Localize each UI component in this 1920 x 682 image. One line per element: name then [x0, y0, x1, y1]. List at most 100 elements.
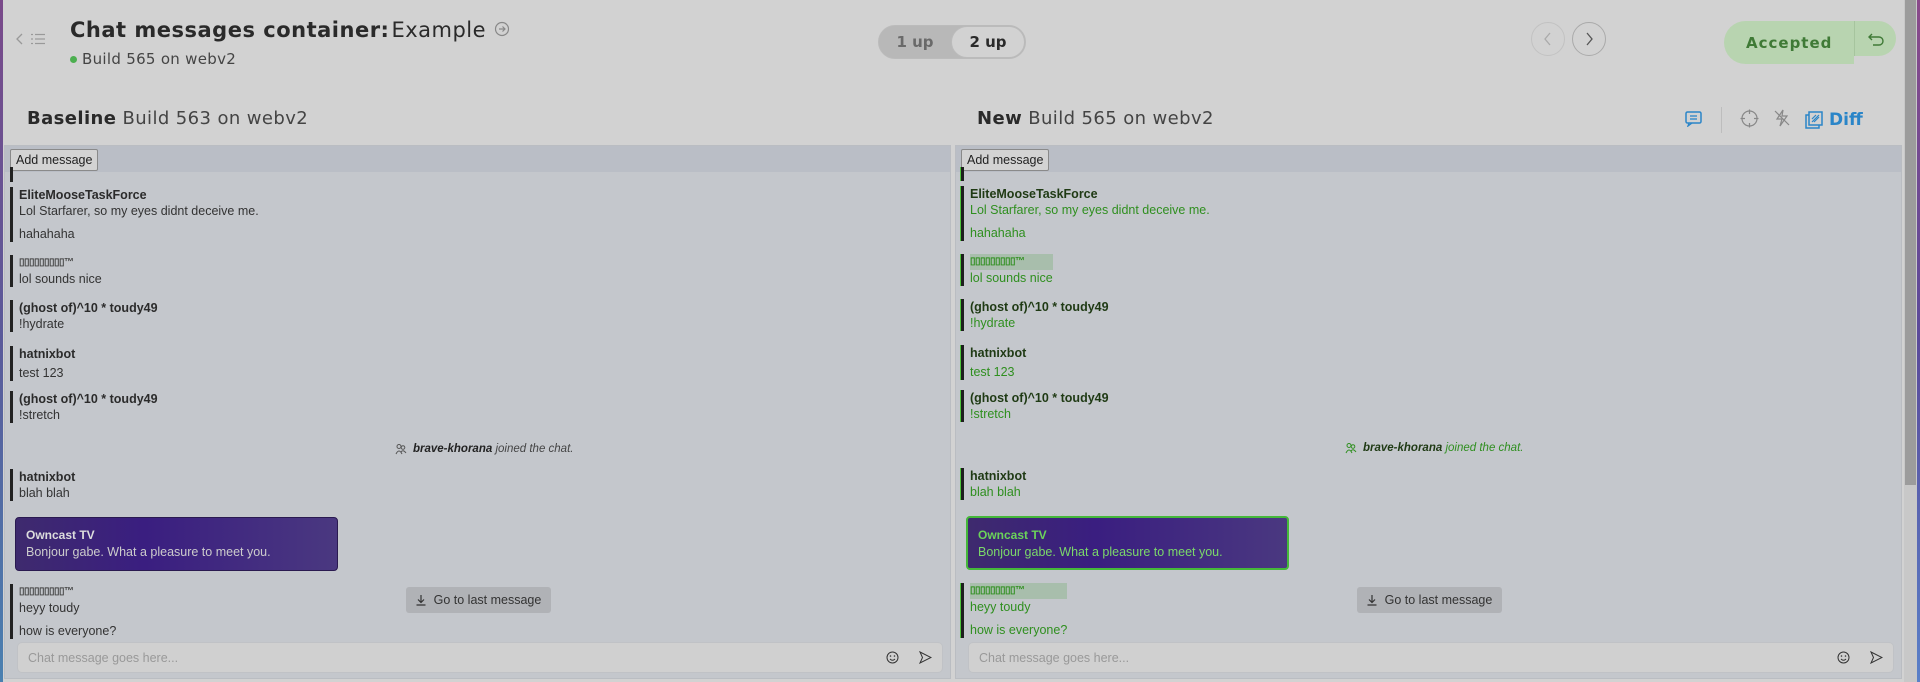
join-user: brave-khorana [1363, 442, 1443, 454]
join-user: brave-khorana [413, 443, 493, 455]
new-title: New [977, 108, 1023, 129]
chat-message: hatnixbot test 123 [961, 345, 1026, 380]
emoji-icon[interactable] [886, 651, 899, 664]
chat-message: hatnixbot blah blah [961, 468, 1026, 500]
chat-message: (ghost of)^10 * toudy49 !stretch [961, 390, 1109, 422]
chat-message: EliteMooseTaskForce Lol Starfarer, so my… [10, 187, 259, 242]
message-user: ▯▯▯▯▯▯▯▯▯™ [970, 254, 1053, 270]
diff-toggle[interactable]: Diff [1805, 110, 1863, 130]
pane-topbar [956, 146, 1901, 172]
strobe-off-icon[interactable] [1773, 109, 1791, 131]
title-separator: : [380, 18, 390, 42]
join-text: joined the chat. [495, 443, 574, 455]
undo-icon [1867, 33, 1884, 46]
download-arrow-icon [416, 594, 426, 606]
accepted-status-button[interactable]: Accepted [1724, 21, 1855, 64]
message-body: how is everyone? [970, 623, 1068, 637]
go-to-last-message-button[interactable]: Go to last message [406, 587, 551, 613]
page-title: Chat messages container:Example [70, 18, 510, 42]
users-icon [395, 444, 407, 455]
chevron-left-icon [1544, 32, 1551, 46]
next-button[interactable] [1572, 22, 1606, 56]
header-nav [15, 33, 45, 45]
message-body: !stretch [19, 408, 60, 422]
chat-message: ▯▯▯▯▯▯▯▯▯™ heyy toudy how is everyone? [10, 584, 116, 639]
go-to-last-message-button[interactable]: Go to last message [1357, 587, 1502, 613]
chat-input-placeholder: Chat message goes here... [979, 650, 1130, 665]
chat-messages: EliteMooseTaskForce Lol Starfarer, so my… [956, 167, 1901, 678]
send-icon[interactable] [919, 651, 932, 664]
chevron-left-icon[interactable] [15, 33, 25, 45]
message-user: hatnixbot [970, 346, 1027, 360]
undo-button[interactable] [1854, 21, 1897, 56]
arrow-circle-right-icon[interactable] [494, 18, 510, 42]
chat-message: hatnixbot test 123 [10, 346, 75, 381]
message-user: (ghost of)^10 * toudy49 [19, 301, 158, 315]
chat-message: ▯▯▯▯▯▯▯▯▯™ heyy toudy how is everyone? [961, 583, 1068, 638]
message-body: heyy toudy [970, 600, 1031, 614]
window-edge-right [1917, 0, 1920, 682]
message-user: (ghost of)^10 * toudy49 [970, 300, 1109, 314]
build-status: Build 565 on webv2 [70, 50, 236, 68]
message-body: Lol Starfarer, so my eyes didnt deceive … [19, 204, 259, 218]
message-user: ▯▯▯▯▯▯▯▯▯™ [19, 586, 74, 597]
go-to-last-label: Go to last message [1384, 593, 1493, 607]
message-body: test 123 [19, 366, 64, 380]
chat-message: EliteMooseTaskForce Lol Starfarer, so my… [961, 186, 1210, 241]
message-body: hahahaha [970, 226, 1026, 240]
chat-message: ▯▯▯▯▯▯▯▯▯™ lol sounds nice [961, 254, 1053, 286]
message-user: (ghost of)^10 * toudy49 [19, 392, 158, 406]
message-body: lol sounds nice [970, 271, 1053, 285]
chat-message-truncated [10, 167, 19, 182]
view-mode-1up[interactable]: 1 up [896, 33, 934, 51]
pane-topbar [5, 146, 950, 172]
chevron-right-icon [1586, 32, 1593, 46]
view-tools: Diff [1685, 107, 1863, 133]
users-icon [1345, 443, 1357, 454]
join-notice: brave-khorana joined the chat. [1345, 442, 1523, 454]
new-pane: Add message EliteMooseTaskForce Lol Star… [955, 145, 1902, 679]
system-user: Owncast TV [978, 528, 1047, 542]
baseline-title: Baseline [27, 108, 117, 129]
message-user: EliteMooseTaskForce [19, 188, 147, 202]
emoji-icon[interactable] [1837, 651, 1850, 664]
message-body: heyy toudy [19, 601, 80, 615]
chat-messages: EliteMooseTaskForce Lol Starfarer, so my… [5, 167, 950, 678]
build-status-text: Build 565 on webv2 [82, 50, 237, 68]
chat-message: ▯▯▯▯▯▯▯▯▯™ lol sounds nice [10, 255, 102, 287]
component-name: Chat messages container [70, 18, 381, 42]
system-user: Owncast TV [26, 528, 95, 542]
add-message-button[interactable]: Add message [961, 149, 1050, 171]
list-icon[interactable] [31, 33, 45, 45]
message-body: !hydrate [19, 317, 65, 331]
message-user: ▯▯▯▯▯▯▯▯▯™ [19, 257, 74, 268]
chat-message: (ghost of)^10 * toudy49 !hydrate [961, 299, 1109, 331]
chat-message: hatnixbot blah blah [10, 469, 75, 501]
message-body: !stretch [970, 407, 1011, 421]
chat-input[interactable]: Chat message goes here... [968, 642, 1894, 673]
message-body: blah blah [970, 485, 1021, 499]
diff-icon [1805, 111, 1823, 129]
new-label: New Build 565 on webv2 [977, 108, 1214, 129]
chat-message: (ghost of)^10 * toudy49 !stretch [10, 391, 158, 423]
message-body: hahahaha [19, 227, 75, 241]
add-message-button[interactable]: Add message [10, 149, 99, 171]
send-icon[interactable] [1870, 651, 1883, 664]
chat-message: (ghost of)^10 * toudy49 !hydrate [10, 300, 158, 332]
join-notice: brave-khorana joined the chat. [395, 443, 573, 455]
chat-message-truncated [961, 167, 970, 181]
chat-input-placeholder: Chat message goes here... [28, 650, 179, 665]
crosshair-icon[interactable] [1740, 109, 1759, 132]
previous-button[interactable] [1531, 22, 1565, 56]
view-mode-toggle[interactable]: 1 up 2 up [878, 25, 1026, 59]
download-arrow-icon [1367, 594, 1377, 606]
message-body: Lol Starfarer, so my eyes didnt deceive … [970, 203, 1210, 217]
story-pager [1531, 22, 1606, 56]
view-mode-2up[interactable]: 2 up [951, 26, 1025, 58]
comments-icon[interactable] [1685, 110, 1703, 131]
vertical-scrollbar-thumb[interactable] [1905, 0, 1916, 485]
message-body: blah blah [19, 486, 70, 500]
message-user: EliteMooseTaskForce [970, 187, 1098, 201]
message-user: ▯▯▯▯▯▯▯▯▯™ [970, 583, 1068, 599]
chat-input[interactable]: Chat message goes here... [17, 642, 943, 673]
